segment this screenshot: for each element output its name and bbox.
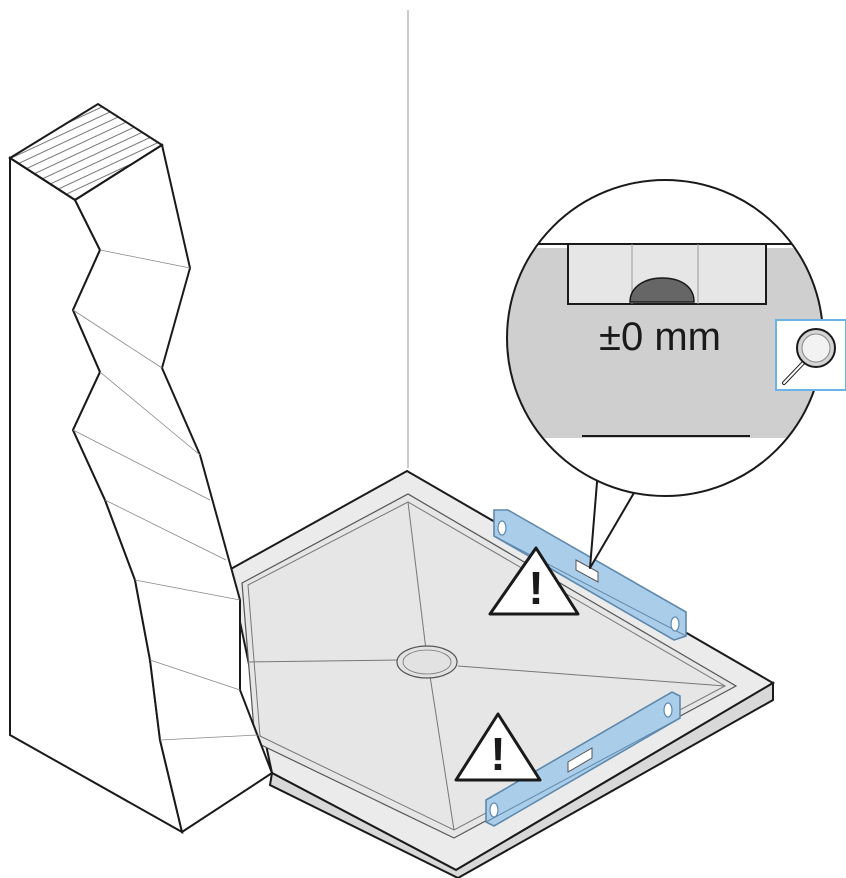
wall-top-hatched xyxy=(8,102,164,202)
spirit-level-back xyxy=(493,509,687,641)
level-front-right-hole xyxy=(663,702,673,718)
wall-facet-lines xyxy=(72,249,259,741)
warning-symbol: ! xyxy=(528,562,543,614)
level-reading: ±0 mm xyxy=(599,315,721,359)
level-back-left-hole xyxy=(497,520,507,536)
drain xyxy=(396,645,458,679)
warning-symbol: ! xyxy=(490,728,505,780)
warning-triangle-icon: ! xyxy=(488,546,580,616)
tray-front-edge xyxy=(268,681,774,878)
level-front-vial xyxy=(567,747,593,773)
wall-partition xyxy=(8,102,274,834)
warning-triangle-icon: ! xyxy=(454,712,542,782)
level-front-left-hole xyxy=(489,802,499,818)
level-vial-closeup xyxy=(567,243,767,305)
level-bubble xyxy=(629,277,695,303)
level-back-right-hole xyxy=(670,616,680,632)
spirit-level-front xyxy=(485,691,681,827)
wall-side-face xyxy=(71,143,274,834)
magnifier-icon xyxy=(775,319,846,391)
drain-slope-lines xyxy=(247,501,726,831)
drain-inner xyxy=(402,649,452,675)
detail-callout: ±0 mm xyxy=(506,179,824,569)
